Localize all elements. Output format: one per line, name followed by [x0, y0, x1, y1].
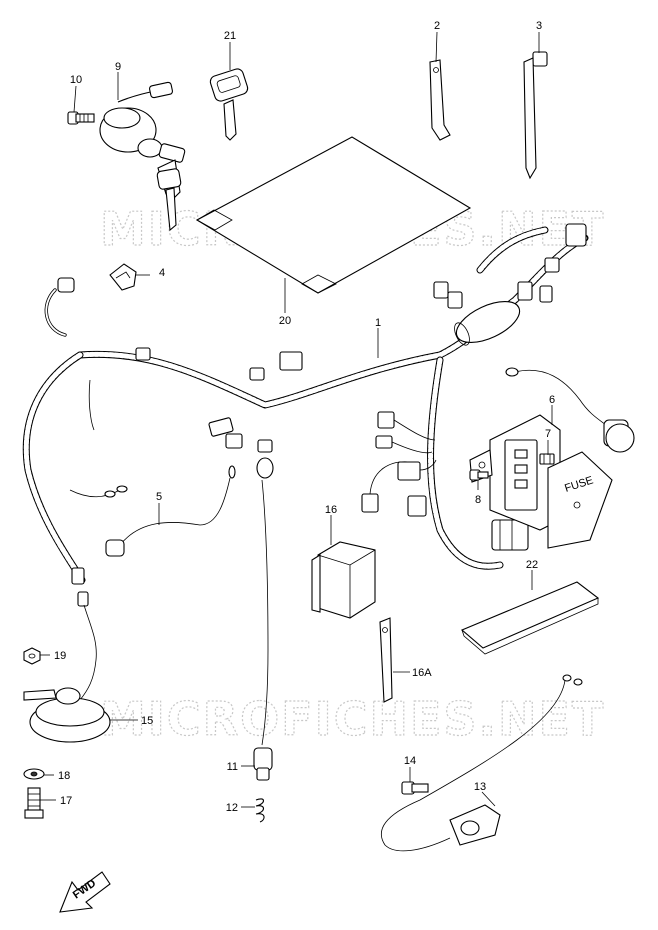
callout-2: 2 — [434, 20, 440, 32]
callout-8: 8 — [475, 494, 481, 506]
watermark-bottom: MICROFICHES.NET — [100, 692, 605, 746]
part-8-screw — [469, 469, 489, 481]
part-13-brake-switch — [380, 674, 583, 852]
callout-15: 15 — [141, 715, 153, 727]
part-4-clip — [109, 263, 137, 291]
callout-7: 7 — [545, 428, 551, 440]
callout-11: 11 — [227, 761, 238, 773]
part-6-fuse-box: FUSE — [469, 414, 613, 549]
part-15-horn — [23, 687, 111, 743]
part-16-relay — [311, 541, 376, 619]
part-22-pad — [460, 581, 600, 655]
part-1-main-harness — [22, 223, 635, 701]
part-17-bolt — [24, 787, 44, 819]
callout-16: 16 — [325, 504, 337, 516]
callout-20: 20 — [279, 315, 291, 327]
part-18-washer — [23, 768, 45, 780]
callout-1: 1 — [375, 317, 381, 329]
callout-17: 17 — [60, 795, 72, 807]
part-9-ignition-switch — [99, 81, 186, 232]
leader-lines — [40, 31, 553, 808]
callout-5: 5 — [156, 491, 162, 503]
callout-19: 19 — [54, 650, 66, 662]
part-20-label-sheet — [195, 136, 472, 294]
callout-21: 21 — [224, 30, 236, 42]
part-16a-bracket — [379, 617, 393, 703]
part-14-bolt — [401, 781, 429, 795]
fwd-arrow-icon: FWD — [59, 871, 111, 913]
part-10-screw — [67, 111, 95, 125]
callout-10: 10 — [70, 74, 82, 86]
part-19-nut — [23, 647, 41, 665]
callout-16a: 16A — [412, 667, 432, 679]
callout-14: 14 — [404, 755, 416, 767]
callout-3: 3 — [536, 20, 542, 32]
callout-18: 18 — [58, 770, 70, 782]
part-11-switch — [253, 457, 274, 781]
part-5-wire — [105, 465, 236, 557]
part-3-cable-tie — [523, 51, 548, 180]
callout-12: 12 — [226, 802, 238, 814]
callout-13: 13 — [474, 781, 486, 793]
part-7-fuse — [539, 453, 555, 465]
callout-9: 9 — [115, 61, 121, 73]
callout-22: 22 — [526, 559, 538, 571]
callout-6: 6 — [549, 394, 555, 406]
part-12-spring — [255, 798, 265, 823]
part-2-clamp — [429, 59, 451, 141]
part-21-key — [209, 68, 249, 141]
callouts: 1 2 3 4 5 6 7 8 9 10 11 12 13 14 15 16 1… — [54, 20, 555, 814]
callout-4: 4 — [159, 267, 165, 279]
